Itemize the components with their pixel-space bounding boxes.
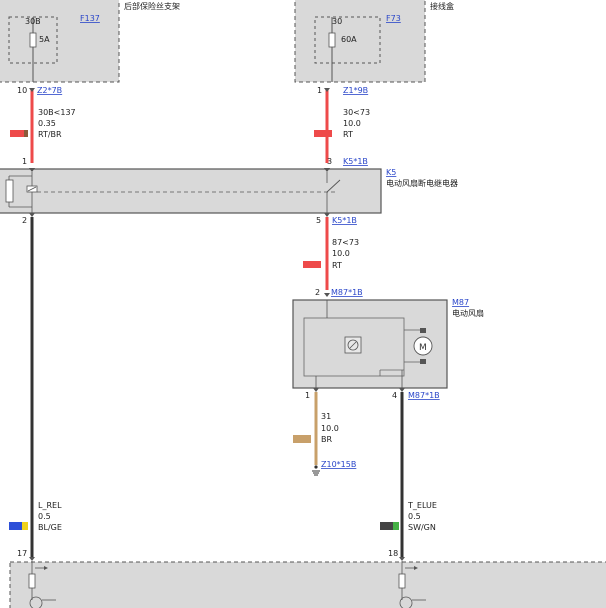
pin-label: 4: [392, 391, 397, 400]
connector-link[interactable]: M87*1B: [408, 391, 440, 400]
color-swatch: [314, 130, 332, 137]
switch-contact-icon: [326, 179, 341, 193]
wire-color: SW/GN: [408, 523, 436, 532]
fuse-box-left: 30B 5A F137: [0, 0, 120, 83]
fuse-right-location: 接线盒: [430, 1, 454, 11]
wire-color: RT: [343, 130, 353, 139]
fuse-left-location: 后部保险丝支架: [124, 1, 180, 11]
wire-gauge: 10.0: [332, 249, 350, 258]
fuse-left-link[interactable]: F137: [80, 14, 100, 23]
connector-link[interactable]: M87*1B: [331, 288, 363, 297]
wire-gauge: 10.0: [343, 119, 361, 128]
pin-label: 2: [315, 288, 320, 297]
color-swatch: [10, 130, 24, 137]
wire-code: 30B<137: [38, 108, 76, 117]
wire-gauge: 0.5: [38, 512, 51, 521]
pin-label: 1: [317, 86, 322, 95]
color-swatch: [393, 522, 399, 530]
wire-code: 87<73: [332, 238, 359, 247]
relay-name: 电动风扇断电继电器: [386, 178, 458, 188]
fan-name: 电动风扇: [452, 308, 484, 318]
color-swatch: [293, 435, 311, 443]
pin-label: 1: [22, 157, 27, 166]
wire-gauge: 10.0: [321, 424, 339, 433]
fuse-icon: [328, 32, 336, 48]
fuse-right-amp: 60A: [341, 35, 357, 44]
wire-gauge: 0.35: [38, 119, 56, 128]
pin-label: 18: [388, 549, 398, 558]
svg-text:M: M: [419, 343, 427, 353]
ground-link[interactable]: Z10*15B: [321, 460, 356, 469]
fan-m87: M: [292, 299, 448, 389]
motor-icon: [413, 336, 433, 356]
connector-link[interactable]: Z1*9B: [343, 86, 368, 95]
wire-color: RT: [332, 261, 342, 270]
color-swatch: [22, 522, 28, 530]
fuse-right-rating: 30: [332, 17, 342, 26]
pin-label: 2: [22, 216, 27, 225]
fuse-icon: [29, 32, 37, 48]
fan-link[interactable]: M87: [452, 298, 469, 307]
pin-label: 5: [316, 216, 321, 225]
connector-link[interactable]: Z2*7B: [37, 86, 62, 95]
ground-icon: [312, 465, 320, 476]
fuse-left-rating: 30B: [25, 17, 41, 26]
pin-label: 10: [17, 86, 27, 95]
color-swatch: [303, 261, 321, 268]
color-swatch: [9, 522, 22, 530]
bottom-module: [9, 561, 606, 608]
wire-color: BR: [321, 435, 332, 444]
coil-icon: [5, 179, 14, 203]
relay-k5: [0, 168, 382, 214]
fuse-box-right: 30 60A F73: [294, 0, 426, 83]
fuse-left-amp: 5A: [39, 35, 50, 44]
wire-color: RT/BR: [38, 130, 62, 139]
wire-code: L_REL: [38, 501, 62, 510]
wire-code: 31: [321, 412, 331, 421]
wire-code: 30<73: [343, 108, 370, 117]
fuse-right-link[interactable]: F73: [386, 14, 401, 23]
wire-code: T_ELUE: [407, 501, 437, 510]
color-swatch: [24, 130, 28, 137]
pin-label: 17: [17, 549, 27, 558]
pin-label: 3: [327, 157, 332, 166]
connector-link[interactable]: K5*1B: [343, 157, 368, 166]
connector-link[interactable]: K5*1B: [332, 216, 357, 225]
relay-link[interactable]: K5: [386, 168, 396, 177]
wire-color: BL/GE: [38, 523, 62, 532]
wire-gauge: 0.5: [408, 512, 421, 521]
color-swatch: [380, 522, 393, 530]
pin-label: 1: [305, 391, 310, 400]
